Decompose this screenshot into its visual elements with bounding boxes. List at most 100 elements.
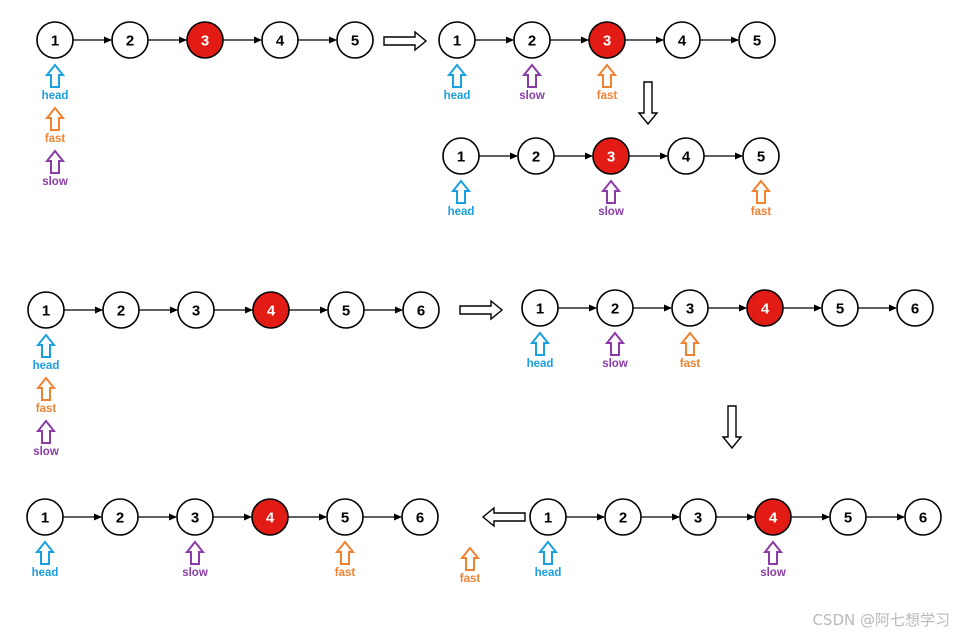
middle-node — [252, 291, 290, 329]
slow-pointer-label: slow — [519, 90, 545, 102]
fast-pointer-arrow — [334, 540, 356, 565]
node-value: 5 — [753, 33, 761, 50]
node-value: 2 — [611, 301, 619, 318]
step-arrow-right — [459, 299, 504, 321]
list-node — [438, 21, 476, 59]
step-arrow-down — [637, 81, 659, 126]
fast-pointer-arrow — [596, 63, 618, 88]
node-value: 3 — [201, 33, 209, 50]
list-node — [326, 498, 364, 536]
head-pointer-arrow — [44, 63, 66, 88]
node-value: 2 — [126, 33, 134, 50]
node-value: 4 — [769, 510, 778, 527]
list-node — [896, 289, 934, 327]
list-node — [26, 498, 64, 536]
node-value: 5 — [351, 33, 359, 50]
list-node — [667, 137, 705, 175]
head-pointer-arrow — [529, 331, 551, 356]
node-value: 3 — [192, 303, 200, 320]
fast-pointer-arrow — [459, 546, 481, 571]
fast-pointer-label: fast — [45, 133, 66, 145]
node-value: 1 — [457, 149, 465, 166]
node-value: 2 — [532, 149, 540, 166]
node-value: 6 — [911, 301, 919, 318]
node-value: 5 — [844, 510, 852, 527]
node-value: 6 — [416, 510, 424, 527]
list-node — [671, 289, 709, 327]
node-value: 3 — [603, 33, 611, 50]
head-pointer-arrow — [450, 179, 472, 204]
step-arrow-right — [383, 30, 428, 52]
fast-pointer-arrow — [44, 106, 66, 131]
head-pointer-arrow — [35, 333, 57, 358]
list-node — [679, 498, 717, 536]
slow-pointer-arrow — [44, 149, 66, 174]
list-node — [521, 289, 559, 327]
node-value: 4 — [276, 33, 285, 50]
list-node — [336, 21, 374, 59]
list-node — [176, 498, 214, 536]
middle-node — [186, 21, 224, 59]
list-node — [604, 498, 642, 536]
slow-pointer-label: slow — [602, 358, 628, 370]
list-node — [111, 21, 149, 59]
slow-pointer-label: slow — [182, 567, 208, 579]
node-value: 2 — [528, 33, 536, 50]
fast-pointer-label: fast — [597, 90, 618, 102]
slow-pointer-label: slow — [598, 206, 624, 218]
node-value: 2 — [619, 510, 627, 527]
middle-node — [588, 21, 626, 59]
fast-pointer-label: fast — [335, 567, 356, 579]
node-value: 4 — [761, 301, 770, 318]
node-value: 2 — [116, 510, 124, 527]
node-value: 4 — [266, 510, 275, 527]
list-node — [821, 289, 859, 327]
step-flow-arrows — [383, 30, 743, 528]
list-node — [738, 21, 776, 59]
slow-pointer-arrow — [521, 63, 543, 88]
fast-pointer-label: fast — [751, 206, 772, 218]
node-value: 6 — [417, 303, 425, 320]
node-value: 3 — [686, 301, 694, 318]
head-pointer-label: head — [42, 90, 69, 102]
node-value: 4 — [682, 149, 691, 166]
head-pointer-label: head — [33, 360, 60, 372]
slow-pointer-arrow — [762, 540, 784, 565]
head-pointer-arrow — [446, 63, 468, 88]
list-node — [401, 498, 439, 536]
slow-pointer-arrow — [600, 179, 622, 204]
middle-node — [754, 498, 792, 536]
node-value: 3 — [607, 149, 615, 166]
slow-pointer-label: slow — [33, 446, 59, 458]
node-value: 3 — [191, 510, 199, 527]
slow-pointer-label: slow — [760, 567, 786, 579]
list-node — [102, 291, 140, 329]
slow-pointer-arrow — [35, 419, 57, 444]
middle-node — [251, 498, 289, 536]
head-pointer-label: head — [535, 567, 562, 579]
list-node — [402, 291, 440, 329]
list-node — [101, 498, 139, 536]
list-node — [327, 291, 365, 329]
head-pointer-arrow — [34, 540, 56, 565]
node-value: 1 — [544, 510, 552, 527]
head-pointer-label: head — [527, 358, 554, 370]
list-node — [261, 21, 299, 59]
list-node — [442, 137, 480, 175]
list-node — [596, 289, 634, 327]
node-value: 5 — [757, 149, 765, 166]
slow-pointer-arrow — [604, 331, 626, 356]
list-node — [529, 498, 567, 536]
watermark: CSDN @阿七想学习 — [812, 611, 950, 629]
slow-pointer-label: slow — [42, 176, 68, 188]
list-node — [742, 137, 780, 175]
fast-pointer-arrow — [679, 331, 701, 356]
